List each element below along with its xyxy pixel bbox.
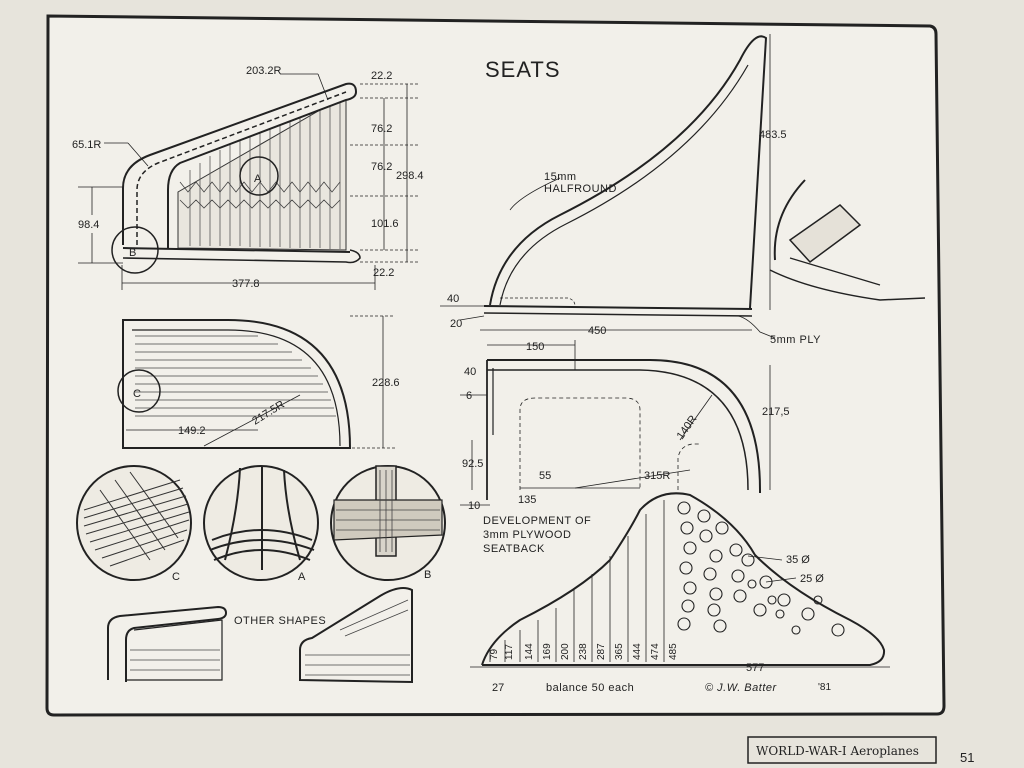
- dim-top-offset: 22.2: [371, 70, 392, 82]
- page-number: 51: [960, 750, 974, 765]
- callout-a: A: [254, 173, 262, 185]
- footer-logo: WORLD-WAR-I Aeroplanes: [756, 744, 919, 758]
- dim-section-10: 10: [468, 500, 480, 512]
- ordinate-1: 117: [504, 644, 515, 660]
- page-title: SEATS: [485, 57, 561, 82]
- detail-circle-b: [330, 465, 446, 581]
- footer-logo-box: WORLD-WAR-I Aeroplanes: [747, 736, 937, 764]
- dim-profile-450: 450: [588, 325, 606, 337]
- development-title-3: SEATBACK: [483, 543, 545, 555]
- other-shapes-drawings: [107, 587, 413, 684]
- ordinate-5: 238: [578, 643, 589, 660]
- side-seat-drawing: [78, 73, 420, 290]
- dim-seg1: 76.2: [371, 123, 392, 135]
- ordinate-0: 79: [489, 648, 500, 660]
- ordinate-7: 365: [614, 643, 625, 660]
- callout-c: C: [133, 388, 141, 400]
- side-profile-drawing: [440, 34, 926, 339]
- halfround-line2: HALFROUND: [544, 183, 617, 195]
- ordinate-4: 200: [560, 643, 571, 660]
- detail-circle-c: [76, 465, 192, 581]
- ordinate-3: 169: [542, 643, 553, 660]
- dim-plan-height: 228.6: [372, 377, 400, 389]
- dim-base: 577: [746, 662, 764, 674]
- hole-small-label: 25 Ø: [800, 573, 824, 585]
- dim-total-height: 298.4: [396, 170, 424, 182]
- detail-label-b: B: [424, 569, 432, 581]
- dim-section-40: 40: [464, 366, 476, 378]
- dim-section-92: 92.5: [462, 458, 483, 470]
- dim-section-55: 55: [539, 470, 551, 482]
- ordinate-10: 485: [668, 643, 679, 660]
- ordinate-6: 287: [596, 643, 607, 660]
- callout-b: B: [129, 247, 137, 259]
- dim-seg2: 76.2: [371, 161, 392, 173]
- detail-label-a: A: [298, 571, 306, 583]
- development-title-1: DEVELOPMENT OF: [483, 515, 591, 527]
- dim-section-6: 6: [466, 390, 472, 402]
- detail-label-c: C: [172, 571, 180, 583]
- ply-label: 5mm PLY: [770, 334, 821, 346]
- dim-section-315r: 315R: [644, 470, 670, 482]
- dim-bottom-offset: 22.2: [373, 267, 394, 279]
- dim-inset: 149.2: [178, 425, 206, 437]
- ordinate-8: 444: [632, 643, 643, 660]
- development-drawing: [470, 492, 890, 668]
- dim-section-height: 217,5: [762, 406, 790, 418]
- dim-65-1r: 65.1R: [72, 139, 101, 151]
- dim-profile-height: 483.5: [759, 129, 787, 141]
- detail-circle-a: [203, 465, 319, 581]
- dim-profile-20: 20: [450, 318, 462, 330]
- section-drawing: [460, 340, 771, 506]
- development-title-2: 3mm PLYWOOD: [483, 529, 571, 541]
- dim-width: 377.8: [232, 278, 260, 290]
- credit-label: © J.W. Batter: [705, 682, 777, 694]
- credit-year: '81: [818, 682, 831, 693]
- ordinate-9: 474: [650, 643, 661, 660]
- dim-start: 27: [492, 682, 504, 694]
- development-ordinates: 79 117 144 169 200 238 287 365 444 474 4…: [489, 643, 679, 660]
- dim-section-135: 135: [518, 494, 536, 506]
- dim-203-2r: 203.2R: [246, 65, 282, 77]
- ordinate-2: 144: [524, 643, 535, 660]
- plan-view-drawing: [117, 315, 395, 449]
- dim-section-150: 150: [526, 341, 544, 353]
- dim-left-height: 98.4: [78, 219, 99, 231]
- other-shapes-label: OTHER SHAPES: [234, 615, 326, 627]
- hole-large-label: 35 Ø: [786, 554, 810, 566]
- halfround-line1: 15mm: [544, 171, 577, 183]
- dim-seg3: 101.6: [371, 218, 399, 230]
- dim-profile-40: 40: [447, 293, 459, 305]
- balance-label: balance 50 each: [546, 682, 634, 694]
